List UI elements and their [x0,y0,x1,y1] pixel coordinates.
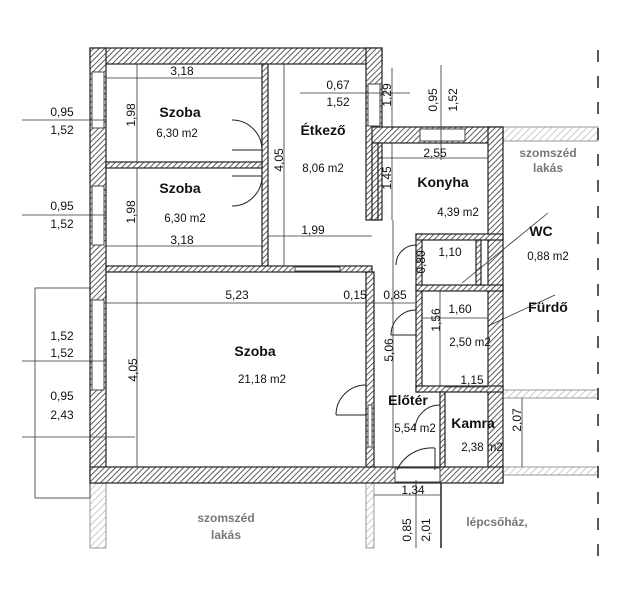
dim-label: 1,52 [50,329,74,343]
room-area: 6,30 m2 [156,128,198,140]
dim-label: 0,95 [426,88,440,112]
room-label: Kamra [451,415,495,431]
dim-label: 1,34 [401,483,425,497]
dim-label: 1,52 [50,123,74,137]
room-label: Előtér [388,392,428,408]
room-label: Konyha [417,174,469,190]
room-area: 2,50 m2 [449,337,491,349]
dim-label: 1,98 [124,200,138,224]
doors [231,119,441,471]
room-area: 5,54 m2 [394,423,436,435]
dim-label: 2,07 [510,408,524,432]
dim-label: 0,85 [383,288,407,302]
dim-label: 1,52 [50,346,74,360]
room-area: 0,88 m2 [527,251,569,263]
room-area: 8,06 m2 [302,163,344,175]
dim-label: 0,95 [50,105,74,119]
dim-label: 0,85 [400,518,414,542]
neighbor-label: szomszéd [519,146,576,160]
dim-label: 1,52 [50,217,74,231]
room-area: 21,18 m2 [238,374,286,386]
room-label: WC [529,223,552,239]
dimension-lines [22,64,556,548]
neighbor-label: szomszéd [197,511,254,525]
dim-label: 0,95 [50,389,74,403]
windows [91,71,466,483]
dim-label: 2,55 [423,146,447,160]
dim-label: 2,01 [419,518,433,542]
dim-label: 5,06 [382,338,396,362]
dim-label: 1,56 [429,308,443,332]
dim-label: 3,18 [170,64,194,78]
dim-label: 1,29 [380,83,394,107]
dim-label: 0,15 [343,288,367,302]
neighbor-label: lakás [533,161,563,175]
room-label: Szoba [234,343,275,359]
dim-label: 2,43 [50,408,74,422]
room-area: 4,39 m2 [437,207,479,219]
room-area: 6,30 m2 [164,213,206,225]
dim-label: 1,52 [326,95,350,109]
room-area: 2,38 m2 [461,442,503,454]
dim-label: 0,67 [326,78,350,92]
neighbor-label: lakás [211,528,241,542]
dim-label: 1,99 [301,223,325,237]
dim-label: 1,10 [438,245,462,259]
room-label: Fürdő [528,299,568,315]
dim-label: 1,52 [446,88,460,112]
dim-label: 4,05 [126,358,140,382]
dim-label: 0,95 [50,199,74,213]
dimension-labels: 3,18 0,95 1,52 0,67 1,52 2,55 0,95 1,52 … [50,64,524,542]
room-label: Szoba [159,104,200,120]
dim-label: 3,18 [170,233,194,247]
dim-label: 4,05 [272,148,286,172]
dim-label: 1,98 [124,103,138,127]
dim-label: 1,45 [380,166,394,190]
room-label: Étkező [300,122,345,138]
room-label: Szoba [159,180,200,196]
dim-label: 0,80 [414,250,428,274]
stairwell-label: lépcsőház, [466,515,527,529]
dim-label: 1,15 [460,373,484,387]
dim-label: 1,60 [448,302,472,316]
dim-label: 5,23 [225,288,249,302]
